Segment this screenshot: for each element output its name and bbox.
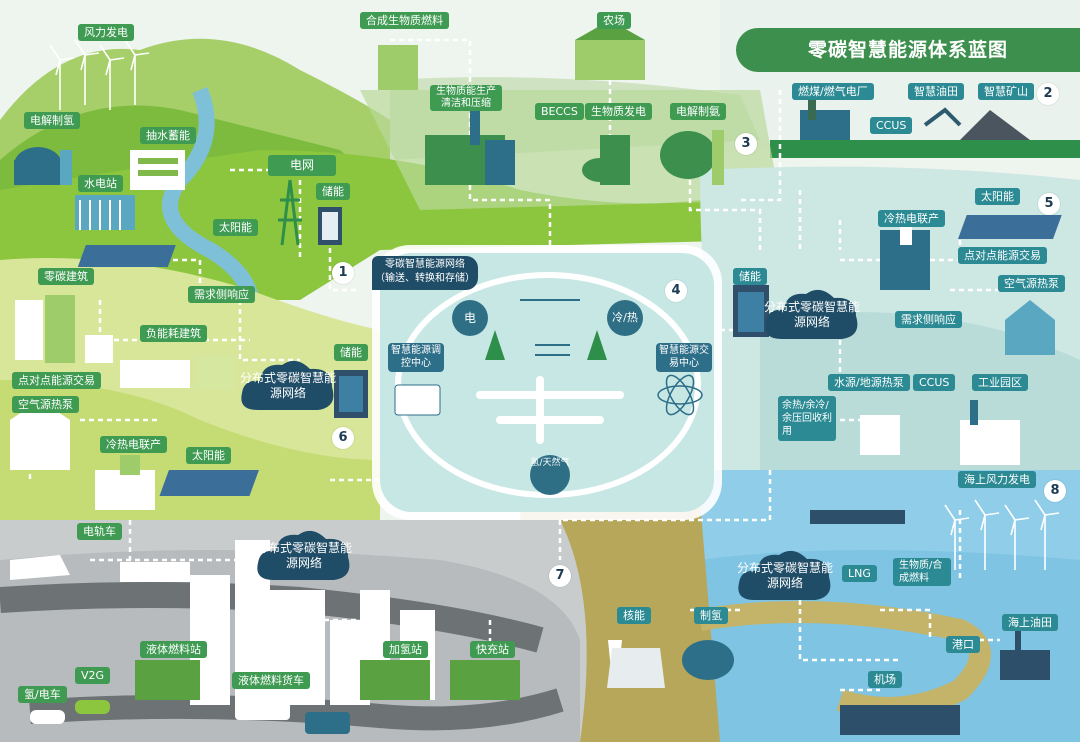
label-biofuel-production-line2: 清洁和压缩 [441,98,491,109]
region-badge-2: 2 [1037,83,1059,105]
smart-dispatch-center: 智慧能源调控中心 [388,343,444,372]
cloud-text-3: 分布式零碳智慧能源网络 [763,300,860,329]
cloud-text-4: 分布式零碳智慧能源网络 [736,561,833,590]
central-network-title-line2: （输送、转换和存储） [375,273,475,284]
label-air-source-heat-pump-2: 空气源热泵 [998,275,1065,292]
cloud-shape-4 [738,550,831,600]
label-farm: 农场 [597,12,631,29]
distributed-network-cloud-3: 分布式零碳智慧能源网络 [762,284,862,346]
label-hydrogen-production: 制氢 [694,607,728,624]
label-air-source-heat-pump-1: 空气源热泵 [12,396,79,413]
region-badge-1: 1 [332,262,354,284]
label-smart-oilfield: 智慧油田 [908,83,964,100]
label-lng: LNG [842,565,877,582]
label-p2p-trading-1: 点对点能源交易 [12,372,101,389]
label-airport: 机场 [868,671,902,688]
label-water-ground-heat-pump: 水源/地源热泵 [828,374,910,391]
label-waste-heat-recovery: 余热/余冷/余压回收利用 [778,396,836,441]
label-synthetic-biofuel: 合成生物质燃料 [360,12,449,29]
node-hydrogen-gas: 氢/天然气 [530,455,570,495]
label-fast-charging: 快充站 [470,641,515,658]
cloud-shape-3 [765,289,858,339]
page-title: 零碳智慧能源体系蓝图 [736,28,1080,72]
label-hydrogen-ev: 氢/电车 [18,686,67,703]
label-offshore-wind: 海上风力发电 [958,471,1036,488]
label-smart-mine: 智慧矿山 [978,83,1034,100]
node-cold-heat: 冷/热 [607,300,643,336]
region-badge-8: 8 [1044,480,1066,502]
label-biofuel-production-line1: 生物质能生产 [436,86,496,97]
label-industrial-park: 工业园区 [972,374,1028,391]
label-hydrogen-station: 加氢站 [383,641,428,658]
label-solar-2: 太阳能 [186,447,231,464]
label-storage-3: 储能 [733,268,767,285]
label-beccs: BECCS [535,103,584,120]
distributed-network-cloud-4: 分布式零碳智慧能源网络 [735,545,835,607]
label-demand-response-2: 需求侧响应 [895,311,962,328]
label-v2g: V2G [75,667,111,684]
region-badge-5: 5 [1038,193,1060,215]
distributed-network-cloud-2: 分布式零碳智慧能源网络 [254,525,354,587]
label-ccus-1: CCUS [870,117,913,134]
label-demand-response-1: 需求侧响应 [188,286,255,303]
region-badge-4: 4 [665,280,687,302]
node-electricity: 电 [452,300,488,336]
label-electrolysis-hydrogen: 电解制氢 [24,112,80,129]
distributed-network-cloud-1: 分布式零碳智慧能源网络 [238,355,338,417]
label-cchp-1: 冷热电联产 [100,436,167,453]
label-solar-1: 太阳能 [213,219,258,236]
label-pumped-storage: 抽水蓄能 [140,127,196,144]
label-grid: 电网 [268,155,337,176]
cloud-text-1: 分布式零碳智慧能源网络 [239,371,336,400]
label-solar-3: 太阳能 [975,188,1020,205]
central-network-title-line1: 零碳智慧能源网络 [385,259,465,270]
label-hydropower: 水电站 [78,175,123,192]
label-rail: 电轨车 [77,523,122,540]
label-coal-gas-plant: 燃煤/燃气电厂 [792,83,874,100]
smart-trading-center: 智慧能源交易中心 [656,343,712,372]
cloud-text-2: 分布式零碳智慧能源网络 [255,541,352,570]
label-port: 港口 [946,636,980,653]
label-offshore-oilfield: 海上油田 [1002,614,1058,631]
label-biomass-power: 生物质发电 [585,103,652,120]
label-storage-1: 储能 [316,183,350,200]
label-electrolysis-ammonia: 电解制氨 [670,103,726,120]
region-badge-3: 3 [735,133,757,155]
label-liquid-fuel-station: 液体燃料站 [140,641,207,658]
label-negative-energy-building: 负能耗建筑 [140,325,207,342]
region-badge-6: 6 [332,427,354,449]
cloud-shape-2 [257,530,350,580]
label-p2p-trading-2: 点对点能源交易 [958,247,1047,264]
label-liquid-fuel-truck: 液体燃料货车 [232,672,310,689]
cloud-shape-1 [241,360,334,410]
label-cchp-2: 冷热电联产 [878,210,945,227]
label-wind-power: 风力发电 [78,24,134,41]
region-badge-7: 7 [549,565,571,587]
central-network-title: 零碳智慧能源网络 （输送、转换和存储） [372,256,478,290]
label-storage-2: 储能 [334,344,368,361]
label-ccus-2: CCUS [913,374,956,391]
label-zero-carbon-building: 零碳建筑 [38,268,94,285]
label-biofuel-production: 生物质能生产 清洁和压缩 [430,85,502,111]
label-nuclear: 核能 [617,607,651,624]
label-biomass-synfuel: 生物质/合成燃料 [893,558,951,586]
